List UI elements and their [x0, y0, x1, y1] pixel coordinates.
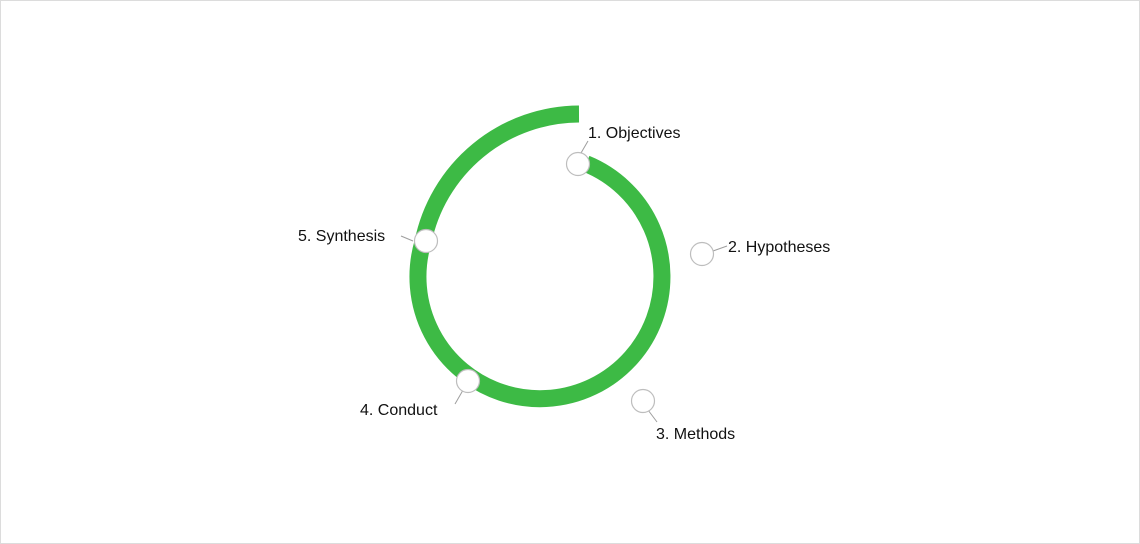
cycle-arc — [409, 155, 671, 408]
step-node-objectives — [565, 151, 591, 177]
leader-line-methods — [647, 409, 658, 423]
step-node-conduct — [455, 368, 481, 394]
step-label-hypotheses: 2. Hypotheses — [728, 239, 830, 256]
step-node-methods — [630, 388, 656, 414]
leader-line-hypotheses — [712, 245, 728, 252]
step-node-hypotheses — [689, 241, 715, 267]
leader-line-objectives — [580, 140, 589, 154]
leader-line-synthesis — [400, 235, 414, 242]
step-label-methods: 3. Methods — [656, 426, 735, 443]
step-label-synthesis: 5. Synthesis — [298, 228, 385, 245]
step-label-conduct: 4. Conduct — [360, 402, 438, 419]
cycle-arc-tail — [414, 105, 580, 245]
step-label-objectives: 1. Objectives — [588, 125, 680, 142]
step-node-synthesis — [413, 228, 439, 254]
